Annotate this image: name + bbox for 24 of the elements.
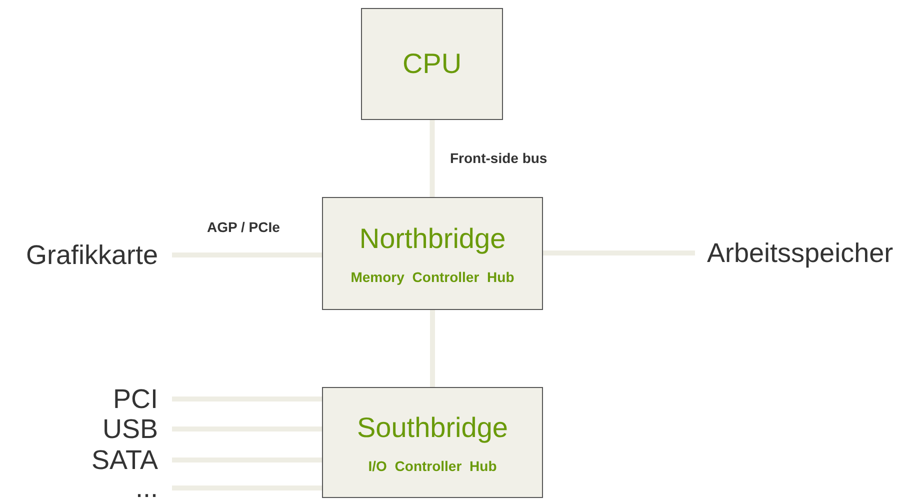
edge-label: AGP / PCIe: [207, 219, 280, 235]
box-title: Northbridge: [359, 222, 506, 254]
box-title: CPU: [402, 48, 462, 80]
connector-line: [430, 120, 435, 197]
connector-line: [172, 426, 322, 432]
node-label: SATA: [91, 444, 158, 476]
connector-line: [172, 396, 322, 402]
node-label: [322, 387, 543, 498]
node-label: Arbeitsspeicher: [707, 238, 894, 268]
node-label: Grafikkarte: [26, 240, 158, 270]
process-box: [322, 197, 543, 310]
box-subtitle: Memory Controller Hub: [350, 268, 514, 284]
edge-label: Front-side bus: [450, 150, 548, 166]
node-label: USB: [102, 414, 158, 444]
box-title: Southbridge: [356, 412, 508, 444]
connector-line: [172, 458, 322, 462]
connector-line: [543, 250, 695, 256]
node-label: ...: [135, 472, 158, 499]
node-label: PCI: [112, 384, 158, 414]
connector-line: [172, 252, 322, 258]
connector-line: [430, 310, 435, 387]
box-subtitle: I/O Controller Hub: [368, 458, 497, 474]
connector-line: [172, 486, 322, 490]
process-box: [361, 8, 503, 120]
